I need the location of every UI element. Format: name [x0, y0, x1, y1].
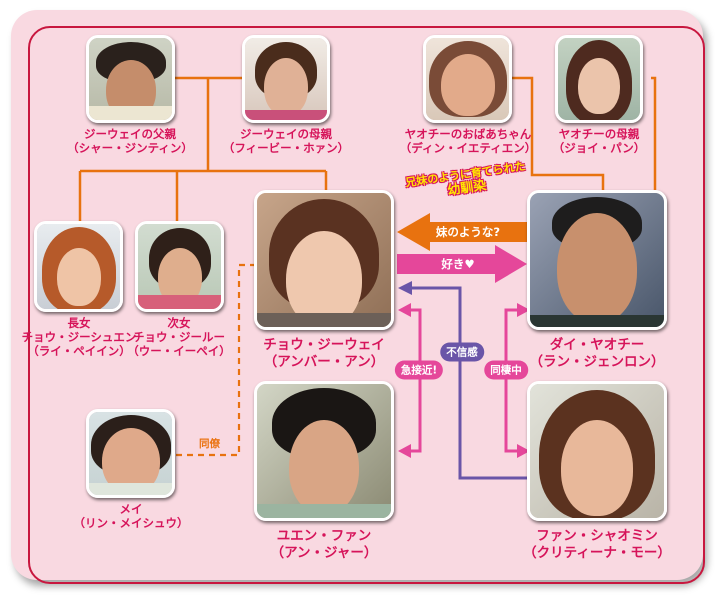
- photo-mei: [86, 409, 175, 498]
- living-together-badge: 同棲中: [484, 360, 528, 380]
- distrust-badge: 不信感: [440, 342, 484, 362]
- grandma-to-yaochi-line: [512, 76, 605, 190]
- yaochi-mother-to-yaochi-line: [651, 76, 657, 190]
- photo-eldest-daughter: [34, 221, 123, 312]
- name-text: ファン・シャオミン: [536, 528, 658, 544]
- label-second-daughter: 次女 チョウ・ジールー （ウー・イーペイ）: [127, 316, 231, 358]
- actor-text: （ジョイ・パン）: [552, 141, 646, 155]
- label-jiwei-mother: ジーウェイの母親 （フィービー・ホァン）: [223, 127, 349, 155]
- actor-text: （ウー・イーペイ）: [127, 344, 231, 358]
- distrust-line: [410, 286, 528, 480]
- name-text: チョウ・ジールー: [133, 330, 225, 344]
- role-text: ヤオチーのおばあちゃん: [404, 127, 532, 141]
- like-sister-label: 妹のような?: [435, 225, 501, 239]
- name-text: チョウ・ジーシュエン: [21, 330, 137, 344]
- coworker-label: 同僚: [199, 438, 220, 450]
- actor-text: （アンバー・アン）: [263, 354, 385, 370]
- actor-text: （シャー・ジンティン）: [67, 141, 193, 155]
- likes-label: 好き♥: [441, 257, 475, 271]
- name-text: ダイ・ヤオチー: [549, 337, 645, 353]
- photo-jiwei-mother: [242, 35, 330, 123]
- coworker-dashed-line: [176, 263, 254, 457]
- photo-grandma: [423, 35, 512, 123]
- photo-yaochi-mother: [555, 35, 643, 123]
- role-text: ヤオチーの母親: [558, 127, 640, 141]
- name-text: ユエン・ファン: [276, 528, 372, 544]
- photo-xiaomin: [527, 381, 667, 521]
- name-text: チョウ・ジーウェイ: [263, 337, 385, 353]
- photo-jiwei-father: [86, 35, 175, 123]
- actor-text: （ディン・イエティエン）: [399, 141, 537, 155]
- photo-yaochi: [527, 190, 667, 330]
- photo-jiwei: [254, 190, 394, 330]
- approaching-arrowhead-top: [398, 303, 411, 317]
- approaching-line: [410, 308, 422, 453]
- role-text: ジーウェイの父親: [84, 127, 176, 141]
- living-together-arrowhead-top: [517, 303, 530, 317]
- living-together-arrowhead-bottom: [517, 444, 530, 458]
- label-xiaomin: ファン・シャオミン （クリティーナ・モー）: [523, 528, 671, 562]
- label-grandma: ヤオチーのおばあちゃん （ディン・イエティエン）: [400, 127, 536, 155]
- photo-yuen: [254, 381, 394, 521]
- card-border: [28, 26, 705, 584]
- like-sister-arrow: [397, 213, 527, 251]
- label-yuen: ユエン・ファン （アン・ジャー）: [271, 528, 378, 562]
- label-yaochi: ダイ・ヤオチー （ラン・ジェンロン）: [530, 337, 665, 371]
- distrust-arrowhead: [398, 281, 412, 295]
- role-text: 次女: [167, 316, 191, 330]
- actor-text: （ライ・ペイイン）: [27, 344, 131, 358]
- actor-text: （フィービー・ホァン）: [222, 141, 350, 155]
- actor-text: （ラン・ジェンロン）: [529, 354, 665, 370]
- role-text: ジーウェイの母親: [240, 127, 332, 141]
- approaching-arrowhead-bottom: [398, 444, 411, 458]
- label-yaochi-mother: ヤオチーの母親 （ジョイ・パン）: [553, 127, 646, 155]
- name-text: メイ: [119, 502, 143, 516]
- photo-second-daughter: [135, 221, 224, 312]
- likes-arrow: [397, 245, 527, 283]
- label-mei: メイ （リン・メイシュウ）: [74, 502, 189, 530]
- label-jiwei: チョウ・ジーウェイ （アンバー・アン）: [263, 337, 385, 371]
- actor-text: （アン・ジャー）: [270, 545, 378, 561]
- approaching-badge: 急接近!: [394, 360, 444, 380]
- label-jiwei-father: ジーウェイの父親 （シャー・ジンティン）: [67, 127, 193, 155]
- label-eldest-daughter: 長女 チョウ・ジーシュエン （ライ・ペイイン）: [22, 316, 137, 358]
- actor-text: （クリティーナ・モー）: [523, 545, 671, 561]
- living-together-line: [504, 308, 526, 453]
- role-text: 長女: [67, 316, 91, 330]
- actor-text: （リン・メイシュウ）: [73, 516, 189, 530]
